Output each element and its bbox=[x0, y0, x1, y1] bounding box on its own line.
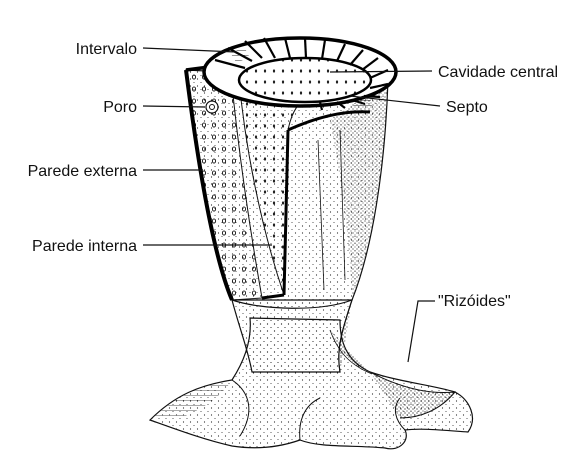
label-septo: Septo bbox=[446, 99, 488, 116]
label-rizoides: "Rizóides" bbox=[438, 293, 511, 310]
label-parede-interna: Parede interna bbox=[32, 238, 137, 255]
stem bbox=[232, 300, 352, 372]
label-parede-externa: Parede externa bbox=[28, 163, 138, 180]
pore-marker bbox=[206, 101, 218, 113]
label-cavidade-central: Cavidade central bbox=[438, 64, 558, 81]
label-poro: Poro bbox=[103, 99, 137, 116]
label-intervalo: Intervalo bbox=[76, 41, 137, 58]
leader-intervalo bbox=[143, 48, 236, 52]
leader-rizoides bbox=[408, 301, 435, 362]
